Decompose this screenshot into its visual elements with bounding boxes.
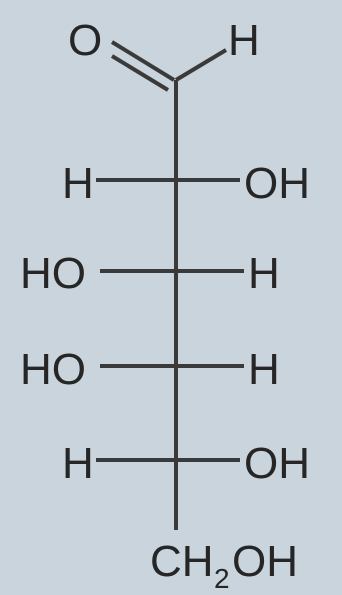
aldehyde-hydrogen: H — [228, 16, 260, 65]
terminal-oh-suffix: OH — [232, 537, 298, 586]
row2-left-group: HO — [20, 249, 86, 298]
terminal-subscript: 2 — [214, 563, 230, 594]
terminal-ch-prefix: CH — [150, 537, 214, 586]
carbonyl-double-bond-1 — [110, 40, 176, 82]
aldehyde-c-h-bond — [174, 48, 228, 82]
row1-right-group: OH — [244, 159, 310, 208]
row1-left-group: H — [62, 159, 94, 208]
row3-left-group: HO — [20, 345, 86, 394]
carbonyl-double-bond-2 — [110, 54, 170, 92]
row4-left-group: H — [62, 439, 94, 488]
row4-right-group: OH — [244, 439, 310, 488]
row2-right-group: H — [248, 249, 280, 298]
row3-right-group: H — [248, 345, 280, 394]
aldehyde-oxygen: O — [68, 16, 102, 65]
